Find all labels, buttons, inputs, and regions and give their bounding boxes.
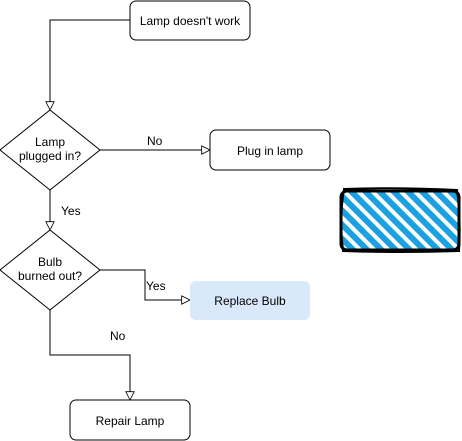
edge-bulb-no: No (49, 310, 130, 400)
edge-label-yes-plugged: Yes (61, 204, 81, 218)
edge-label-no-plugged: No (147, 134, 163, 148)
node-replace-bulb[interactable]: Replace Bulb (190, 281, 310, 320)
node-label: Plug in lamp (237, 144, 303, 158)
node-label: Replace Bulb (214, 294, 286, 308)
edge-label-yes-bulb: Yes (146, 279, 166, 293)
node-hatched-sketch-block[interactable] (339, 187, 461, 253)
node-plug-in-lamp[interactable]: Plug in lamp (209, 129, 331, 171)
node-lamp-plugged-in-decision[interactable]: Lamp plugged in? (0, 109, 101, 191)
node-repair-lamp[interactable]: Repair Lamp (69, 399, 191, 441)
decision-label-line1: Bulb (38, 255, 62, 269)
node-label: Repair Lamp (96, 414, 165, 428)
decision-label-line1: Lamp (35, 135, 65, 149)
edge-plugged-no: No (100, 134, 210, 150)
decision-label-line2: plugged in? (19, 149, 81, 163)
decision-label-line2: burned out? (18, 269, 82, 283)
node-lamp-doesnt-work[interactable]: Lamp doesn't work (129, 0, 251, 41)
edge-bulb-yes: Yes (100, 269, 190, 300)
node-label: Lamp doesn't work (140, 14, 241, 28)
edge-plugged-yes: Yes (50, 190, 81, 230)
edge-start-to-plugged (50, 19, 130, 110)
edge-label-no-bulb: No (110, 329, 126, 343)
node-bulb-burned-out-decision[interactable]: Bulb burned out? (0, 229, 101, 311)
